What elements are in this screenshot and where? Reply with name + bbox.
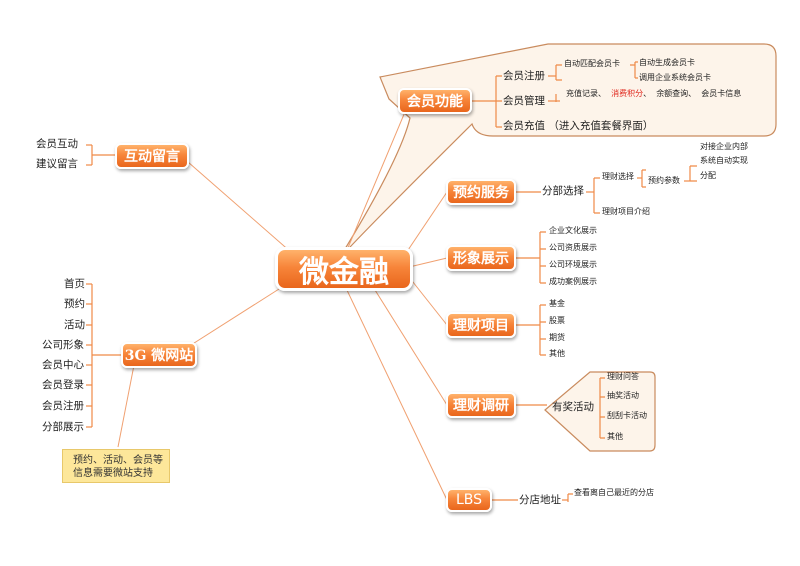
connect-line-1: 对接企业内部 xyxy=(700,142,748,151)
prize-activity-label: 有奖活动 xyxy=(552,401,594,413)
suggestion-message-label: 建议留言 xyxy=(36,158,78,170)
recharge-record-label: 充值记录、 xyxy=(566,89,606,98)
futures-label: 期货 xyxy=(549,333,565,342)
site-branch-label: 分部展示 xyxy=(42,421,84,433)
member-manage-label: 会员管理 xyxy=(503,95,545,107)
member-register-label: 会员注册 xyxy=(503,70,545,82)
scratch-card-label: 刮刮卡活动 xyxy=(607,411,647,420)
branch-address-label: 分店地址 xyxy=(519,494,561,506)
note-line-2: 信息需要微站支持 xyxy=(73,468,153,479)
lottery-label: 抽奖活动 xyxy=(607,391,639,400)
finance-projects-node[interactable]: 理财项目 xyxy=(446,312,516,338)
branch-select-label: 分部选择 xyxy=(542,185,584,197)
qualification-display-label: 公司资质展示 xyxy=(549,243,597,252)
call-enterprise-card-label: 调用企业系统会员卡 xyxy=(639,73,711,82)
image-display-node[interactable]: 形象展示 xyxy=(446,245,516,271)
center-node[interactable]: 微金融 xyxy=(275,247,413,291)
fund-label: 基金 xyxy=(549,299,565,308)
nearest-branch-label: 查看离自己最近的分店 xyxy=(574,488,654,497)
booking-service-node[interactable]: 预约服务 xyxy=(446,179,516,205)
site-image-label: 公司形象 xyxy=(42,339,84,351)
balance-query-label: 余额查询、 xyxy=(656,89,697,98)
manage-details-line: 充值记录、 消费积分、 余额查询、 会员卡信息 xyxy=(566,90,741,98)
survey-other-label: 其他 xyxy=(607,432,623,441)
interaction-message-node[interactable]: 互动留言 xyxy=(115,143,189,169)
stock-label: 股票 xyxy=(549,316,565,325)
separator-label: 、 xyxy=(643,89,652,98)
connect-line-2: 系统自动实现 xyxy=(700,156,748,165)
culture-display-label: 企业文化展示 xyxy=(549,226,597,235)
card-info-label: 会员卡信息 xyxy=(701,89,742,98)
site-member-center-label: 会员中心 xyxy=(42,359,84,371)
finance-other-label: 其他 xyxy=(549,349,565,358)
note-line-1: 预约、活动、会员等 xyxy=(73,455,163,466)
environment-display-label: 公司环境展示 xyxy=(549,260,597,269)
finance-qa-label: 理财问答 xyxy=(607,372,639,381)
auto-match-card-label: 自动匹配会员卡 xyxy=(564,59,620,68)
consume-points-label: 消费积分 xyxy=(611,89,644,98)
finance-intro-label: 理财项目介绍 xyxy=(602,207,650,216)
member-functions-node[interactable]: 会员功能 xyxy=(398,88,472,114)
member-topup-label: 会员充值 （进入充值套餐界面） xyxy=(503,120,654,132)
site-support-note: 预约、活动、会员等 信息需要微站支持 xyxy=(62,449,170,483)
connect-line-3: 分配 xyxy=(700,171,716,180)
finance-choose-label: 理财选择 xyxy=(602,172,634,181)
site-activity-label: 活动 xyxy=(64,319,85,331)
site-member-register-label: 会员注册 xyxy=(42,400,84,412)
mobile-site-node[interactable]: 3G 微网站 xyxy=(121,342,197,368)
site-member-login-label: 会员登录 xyxy=(42,379,84,391)
booking-params-label: 预约参数 xyxy=(648,176,680,185)
lbs-node[interactable]: LBS xyxy=(446,488,492,512)
site-home-label: 首页 xyxy=(64,278,85,290)
site-booking-label: 预约 xyxy=(64,298,85,310)
member-interaction-label: 会员互动 xyxy=(36,138,78,150)
case-display-label: 成功案例展示 xyxy=(549,277,597,286)
finance-survey-node[interactable]: 理财调研 xyxy=(446,392,516,418)
auto-generate-card-label: 自动生成会员卡 xyxy=(639,58,695,67)
